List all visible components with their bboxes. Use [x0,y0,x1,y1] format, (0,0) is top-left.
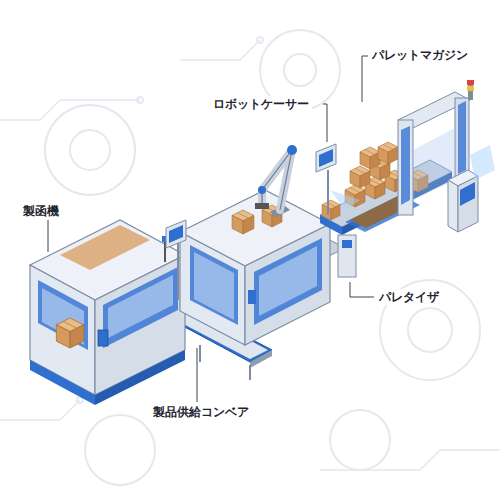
part-label: ロボットケーサー [210,96,312,112]
part-label: パレットマガジン [369,47,471,63]
pallet-magazine [398,80,495,232]
part-label: パレタイザ [376,289,442,305]
label-slot: 製函機 [20,203,62,219]
part-label: 製函機 [20,203,62,219]
case-erector [30,220,185,405]
label-slot: パレタイザ [376,289,442,305]
part-label: 製品供給コンベア [150,404,252,420]
robot-caser [166,145,330,345]
label-slot: ロボットケーサー [210,96,312,112]
leader-lines [48,56,374,402]
gear-decor [0,30,500,485]
label-slot: パレットマガジン [369,47,471,63]
label-slot: 製品供給コンベア [150,404,252,420]
